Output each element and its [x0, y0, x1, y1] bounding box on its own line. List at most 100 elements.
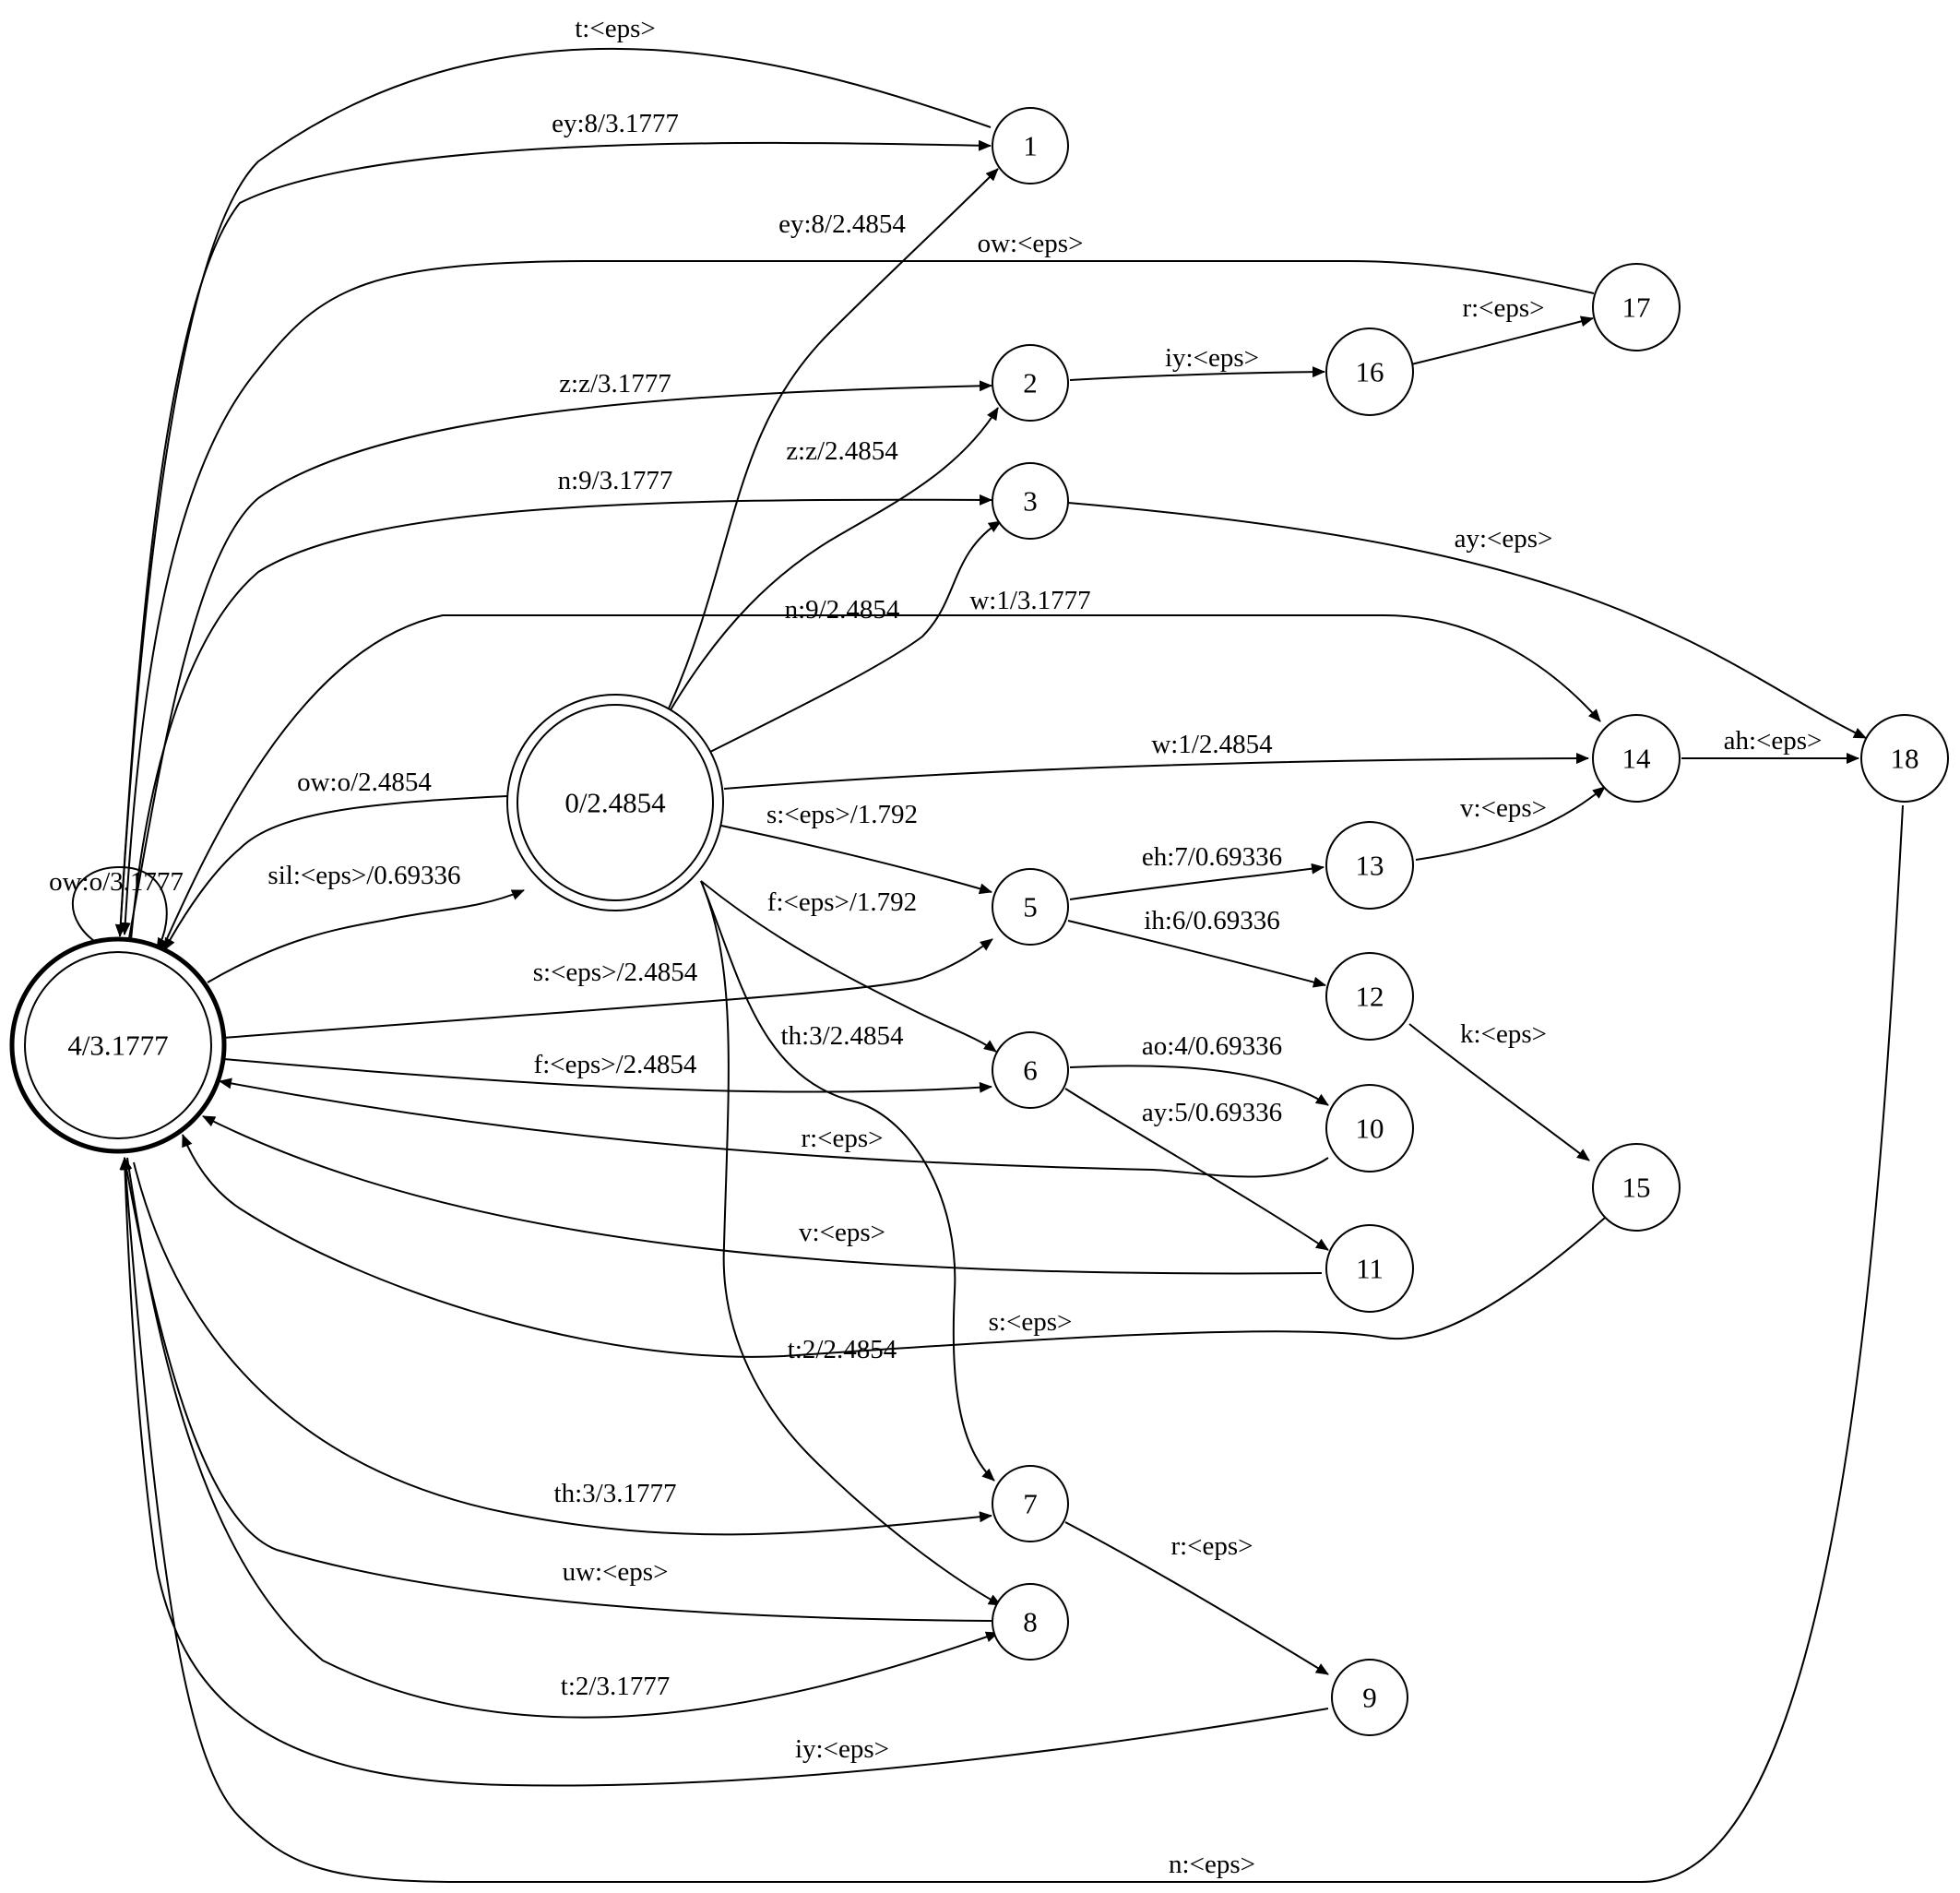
edge-label: ah:<eps>	[1724, 726, 1823, 756]
edge-label: r:<eps>	[1170, 1531, 1253, 1561]
state-label: 4/3.1777	[67, 1030, 168, 1062]
edge-label: t:2/3.1777	[561, 1672, 670, 1701]
edge-4-3	[130, 494, 992, 941]
edge-label: ay:<eps>	[1455, 524, 1553, 554]
edge-0-14	[723, 753, 1589, 790]
state-label: 13	[1356, 850, 1384, 882]
edge-8-4	[121, 1157, 992, 1622]
edge-label: ay:5/0.69336	[1142, 1098, 1282, 1127]
edge-label: n:<eps>	[1169, 1850, 1255, 1879]
state-label: 9	[1362, 1682, 1377, 1714]
state-label: 3	[1023, 485, 1038, 518]
edge-label: ow:o/3.1777	[49, 867, 184, 897]
state-node-3[interactable]: 3	[992, 462, 1069, 540]
edge-0-6	[700, 880, 997, 1053]
edge-label: w:1/3.1777	[969, 586, 1090, 615]
state-node-7[interactable]: 7	[992, 1465, 1069, 1542]
edge-label: ao:4/0.69336	[1142, 1031, 1282, 1061]
state-label: 8	[1023, 1606, 1038, 1638]
edge-label: z:z/3.1777	[559, 369, 671, 399]
edge-4-7	[133, 1161, 992, 1536]
edge-0-1	[668, 168, 999, 709]
state-node-2[interactable]: 2	[992, 344, 1069, 422]
edge-label: s:<eps>/1.792	[766, 800, 918, 829]
edge-12-15	[1408, 1023, 1590, 1161]
edge-label: eh:7/0.69336	[1142, 842, 1282, 872]
edge-4-14	[156, 614, 1601, 962]
state-label: 2	[1023, 367, 1038, 399]
edge-label: iy:<eps>	[1165, 343, 1259, 373]
edge-label: th:3/3.1777	[554, 1479, 677, 1508]
state-label: 11	[1356, 1253, 1384, 1285]
state-node-17[interactable]: 17	[1592, 263, 1681, 351]
edge-13-14	[1415, 786, 1606, 861]
state-label: 5	[1023, 891, 1038, 923]
state-node-0[interactable]: 0/2.4854	[506, 694, 724, 911]
edges	[71, 47, 1904, 1883]
edge-label: ow:o/2.4854	[297, 768, 432, 797]
state-label: 1	[1023, 130, 1038, 162]
edge-0-5	[720, 825, 992, 895]
edge-label: v:<eps>	[1460, 793, 1547, 823]
edge-4-6	[222, 1058, 992, 1093]
edge-labels: t:<eps> ey:8/3.1777 ey:8/2.4854 ow:<eps>…	[49, 14, 1822, 1879]
state-node-12[interactable]: 12	[1325, 952, 1414, 1041]
state-label: 12	[1356, 981, 1384, 1013]
edge-label: f:<eps>/2.4854	[534, 1050, 697, 1079]
state-node-14[interactable]: 14	[1592, 714, 1681, 803]
edge-5-12	[1067, 920, 1326, 988]
state-node-11[interactable]: 11	[1325, 1224, 1414, 1313]
edge-15-4	[182, 1134, 1606, 1358]
edge-label: r:<eps>	[801, 1124, 883, 1153]
state-node-4[interactable]: 4/3.1777	[9, 936, 227, 1154]
edge-18-4	[120, 804, 1904, 1883]
edge-label: f:<eps>/1.792	[767, 887, 917, 917]
state-node-16[interactable]: 16	[1325, 327, 1414, 416]
edge-label: t:<eps>	[575, 14, 655, 43]
edge-label: n:9/3.1777	[558, 466, 673, 495]
state-node-18[interactable]: 18	[1860, 714, 1949, 803]
edge-9-4	[119, 1157, 1329, 1787]
state-label: 7	[1023, 1488, 1038, 1520]
state-node-13[interactable]: 13	[1325, 821, 1414, 910]
edge-0-7	[700, 880, 995, 1482]
edge-3-18	[1067, 502, 1867, 739]
state-label: 10	[1356, 1113, 1384, 1145]
edge-11-4	[202, 1115, 1323, 1275]
edge-label: t:2/2.4854	[788, 1335, 897, 1364]
state-label: 17	[1622, 292, 1651, 324]
state-node-9[interactable]: 9	[1331, 1659, 1408, 1736]
edge-label: s:<eps>	[989, 1307, 1073, 1337]
edge-7-9	[1064, 1521, 1329, 1675]
state-node-5[interactable]: 5	[992, 868, 1069, 946]
edge-label: s:<eps>/2.4854	[533, 958, 698, 987]
edge-label: uw:<eps>	[563, 1557, 669, 1587]
edge-label: ey:8/3.1777	[552, 109, 679, 138]
edge-label: k:<eps>	[1460, 1019, 1547, 1049]
edge-10-4	[219, 1077, 1329, 1178]
edge-6-10	[1069, 1065, 1329, 1106]
state-node-6[interactable]: 6	[992, 1031, 1069, 1109]
edge-label: sil:<eps>/0.69336	[267, 861, 460, 890]
edge-4-4-loop	[71, 865, 168, 951]
edge-0-8	[700, 880, 1002, 1606]
state-label: 6	[1023, 1054, 1038, 1087]
edge-label: n:9/2.4854	[785, 595, 900, 625]
edge-label: z:z/2.4854	[786, 436, 898, 466]
edge-0-4	[163, 795, 508, 951]
edge-0-3	[709, 520, 1002, 753]
edge-0-2	[668, 407, 999, 714]
edge-label: th:3/2.4854	[781, 1021, 904, 1051]
edge-1-4	[114, 47, 992, 937]
edge-label: r:<eps>	[1462, 293, 1544, 323]
state-node-1[interactable]: 1	[992, 107, 1069, 185]
edge-2-16	[1069, 366, 1325, 381]
edge-4-5	[222, 938, 993, 1039]
nodes: 4/3.1777 0/2.4854 1 2 3 5 6 7	[9, 107, 1949, 1736]
edge-label: ey:8/2.4854	[778, 209, 906, 239]
state-node-8[interactable]: 8	[992, 1583, 1069, 1661]
state-node-10[interactable]: 10	[1325, 1084, 1414, 1173]
edge-label: v:<eps>	[799, 1218, 885, 1247]
state-node-15[interactable]: 15	[1592, 1143, 1681, 1232]
